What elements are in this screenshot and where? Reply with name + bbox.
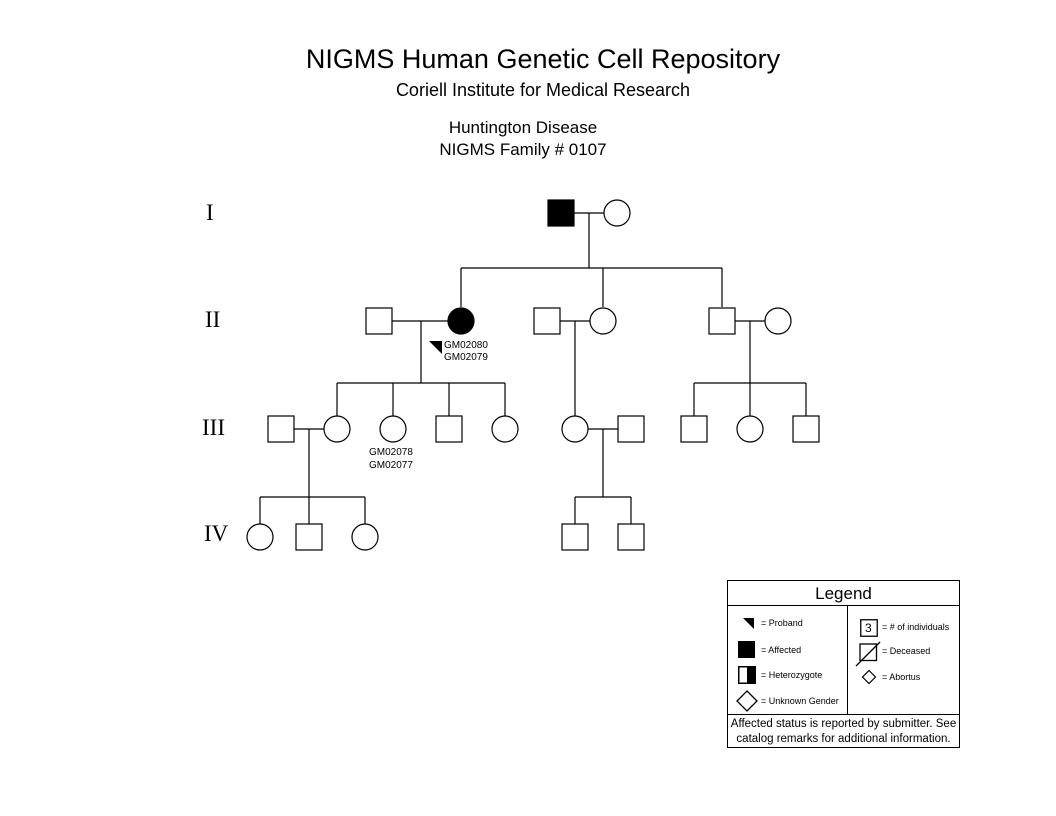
male-symbol: [617, 523, 645, 551]
male-symbol: [617, 415, 645, 443]
female-symbol: [561, 415, 589, 443]
male-symbol: [267, 415, 295, 443]
heterozygote-square-icon: [738, 666, 756, 684]
male-symbol: [561, 523, 589, 551]
affected-female-symbol: [447, 307, 475, 335]
female-symbol: [764, 307, 792, 335]
count-number: 3: [865, 621, 872, 635]
female-symbol: [736, 415, 764, 443]
affected-male-symbol: [547, 199, 575, 227]
legend-note: Affected status is reported by submitter…: [728, 714, 959, 748]
deceased-square-icon: [855, 641, 881, 667]
legend-title: Legend: [728, 581, 959, 606]
proband-arrow-icon: [743, 618, 754, 629]
page-title: NIGMS Human Genetic Cell Repository: [305, 44, 781, 74]
legend-heterozygote-label: = Heterozygote: [761, 670, 823, 680]
female-symbol: [246, 523, 274, 551]
family-number: NIGMS Family # 0107: [439, 140, 607, 159]
female-symbol: [603, 199, 631, 227]
female-symbol: [351, 523, 379, 551]
page-subtitle: Coriell Institute for Medical Research: [395, 80, 691, 100]
legend-note-line-2: catalog remarks for additional informati…: [736, 733, 951, 745]
sample-id: GM02079: [444, 352, 488, 363]
disease-title: Huntington Disease: [448, 118, 598, 137]
affected-square-icon: [738, 641, 755, 658]
female-symbol: [491, 415, 519, 443]
legend-deceased-label: = Deceased: [882, 646, 931, 656]
female-symbol: [589, 307, 617, 335]
generation-label-iii: III: [202, 415, 225, 440]
male-symbol: [365, 307, 393, 335]
unknown-gender-diamond-icon: [736, 690, 758, 712]
generation-label-ii: II: [205, 307, 221, 332]
male-symbol: [533, 307, 561, 335]
male-symbol: [792, 415, 820, 443]
generation-label-iv: IV: [204, 521, 229, 546]
legend-box: Legend = Proband = Affected = Heterozygo…: [727, 580, 960, 748]
female-symbol: [379, 415, 407, 443]
male-symbol: [680, 415, 708, 443]
legend-abortus-label: = Abortus: [882, 672, 921, 682]
legend-count-label: = # of individuals: [882, 622, 950, 632]
female-symbol: [323, 415, 351, 443]
sample-id: GM02080: [444, 340, 488, 351]
gen-i-couple: [547, 199, 631, 268]
abortus-diamond-icon: [861, 669, 877, 685]
count-square-icon: [860, 619, 878, 637]
legend-note-line-1: Affected status is reported by submitter…: [730, 718, 957, 730]
legend-proband-label: = Proband: [761, 618, 803, 628]
legend-unknown-gender-label: = Unknown Gender: [761, 696, 839, 706]
male-symbol: [435, 415, 463, 443]
male-symbol: [708, 307, 736, 335]
sample-id: GM02078: [369, 447, 413, 458]
legend-divider: [847, 606, 848, 714]
generation-label-i: I: [206, 200, 214, 225]
proband-arrow-icon: [429, 341, 442, 354]
sample-id: GM02077: [369, 460, 413, 471]
male-symbol: [295, 523, 323, 551]
legend-affected-label: = Affected: [761, 645, 802, 655]
